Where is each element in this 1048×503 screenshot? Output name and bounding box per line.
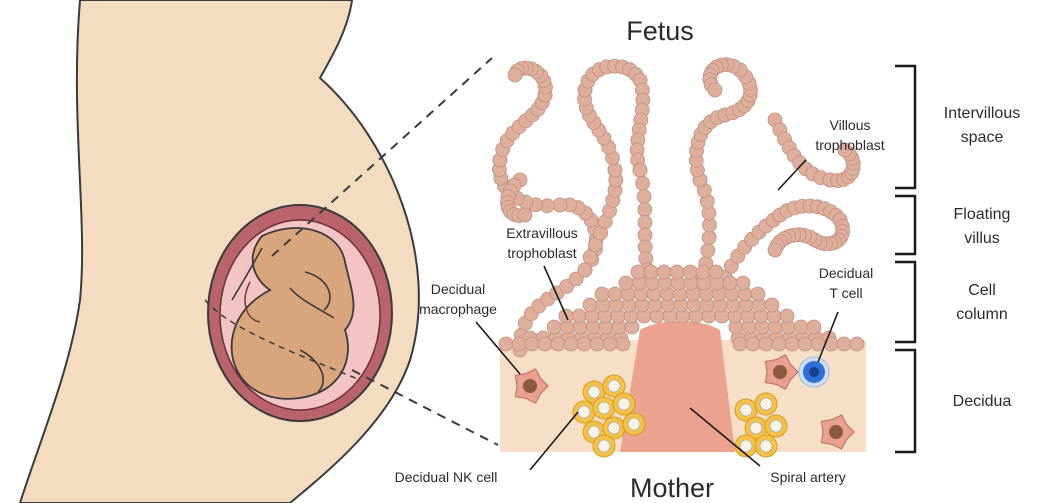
- trophoblast-cell-icon: [538, 337, 552, 351]
- trophoblast-cell-icon: [619, 276, 633, 290]
- trophoblast-cell-icon: [759, 337, 773, 351]
- label-tcell-2: T cell: [829, 285, 862, 301]
- trophoblast-cell-icon: [608, 163, 622, 177]
- label-villous-1: Villous: [830, 117, 871, 133]
- nk-cell-icon: [613, 393, 635, 415]
- trophoblast-cell-icon: [644, 265, 658, 279]
- trophoblast-cell-icon: [837, 337, 851, 351]
- trophoblast-cell-icon: [733, 337, 747, 351]
- trophoblast-cell-icon: [633, 163, 647, 177]
- trophoblast-cell-icon: [709, 265, 723, 279]
- trophoblast-cell-icon: [578, 263, 592, 277]
- label-extravillous-1: Extravillous: [506, 225, 578, 241]
- trophoblast-cell-icon: [616, 337, 630, 351]
- t-cell-icon: [799, 357, 829, 387]
- label-spiral-artery: Spiral artery: [770, 469, 845, 485]
- uterus: [205, 205, 392, 421]
- trophoblast-cell-icon: [631, 265, 645, 279]
- nk-cell-icon: [593, 435, 615, 457]
- trophoblast-cell-icon: [638, 216, 652, 230]
- nk-cell-icon: [765, 415, 787, 437]
- label-macrophage-2: macrophage: [419, 301, 497, 317]
- label-macrophage-1: Decidual: [431, 281, 485, 297]
- bracket-floating: [895, 196, 915, 254]
- bracket-cell-column: [895, 262, 915, 342]
- trophoblast-cell-icon: [508, 68, 522, 82]
- bracket-decidua: [895, 350, 915, 452]
- trophoblast-cell-icon: [499, 337, 513, 351]
- label-mother: Mother: [630, 473, 714, 503]
- bracket-intervillous: [895, 66, 915, 188]
- trophoblast-cell-icon: [564, 337, 578, 351]
- nk-cell-icon: [593, 397, 615, 419]
- trophoblast-cell-icon: [608, 287, 622, 301]
- nk-cell-icon: [623, 413, 645, 435]
- trophoblast-cell-icon: [702, 231, 716, 245]
- trophoblast-cell-icon: [553, 198, 567, 212]
- trophoblast-cell-icon: [746, 337, 760, 351]
- trophoblast-cell-icon: [637, 190, 651, 204]
- trophoblast-cells: [492, 58, 864, 357]
- trophoblast-cell-icon: [807, 320, 821, 334]
- trophoblast-cell-icon: [798, 337, 812, 351]
- trophoblast-cell-icon: [780, 309, 794, 323]
- trophoblast-cell-icon: [751, 287, 765, 301]
- region-floating-1: Floating: [954, 206, 1011, 223]
- trophoblast-cell-icon: [577, 337, 591, 351]
- region-intervillous-1: Intervillous: [944, 105, 1020, 122]
- trophoblast-cell-icon: [547, 320, 561, 334]
- trophoblast-cell-icon: [670, 265, 684, 279]
- label-villous-2: trophoblast: [815, 137, 884, 153]
- nk-cell-icon: [573, 401, 595, 423]
- label-tcell-1: Decidual: [819, 265, 873, 281]
- trophoblast-cell-icon: [590, 337, 604, 351]
- label-nk-cell: Decidual NK cell: [395, 469, 498, 485]
- trophoblast-cell-icon: [696, 265, 710, 279]
- trophoblast-cell-icon: [824, 337, 838, 351]
- trophoblast-cell-icon: [572, 309, 586, 323]
- trophoblast-cell-icon: [551, 337, 565, 351]
- trophoblast-cell-icon: [683, 265, 697, 279]
- trophoblast-cell-icon: [603, 337, 617, 351]
- region-brackets: [895, 66, 915, 452]
- trophoblast-cell-icon: [583, 250, 597, 264]
- trophoblast-cell-icon: [765, 298, 779, 312]
- trophoblast-cell-icon: [638, 203, 652, 217]
- trophoblast-cell-icon: [772, 337, 786, 351]
- trophoblast-cell-icon: [512, 337, 526, 351]
- trophoblast-cell-icon: [723, 276, 737, 290]
- trophoblast-cell-icon: [736, 276, 750, 290]
- trophoblast-cell-icon: [768, 243, 782, 257]
- region-intervillous-2: space: [961, 129, 1004, 146]
- trophoblast-cell-icon: [701, 243, 715, 257]
- trophoblast-cell-icon: [708, 83, 722, 97]
- label-extravillous-2: trophoblast: [507, 245, 576, 261]
- trophoblast-cell-icon: [583, 298, 597, 312]
- trophoblast-cell-icon: [785, 337, 799, 351]
- trophoblast-cell-icon: [636, 176, 650, 190]
- trophoblast-cell-icon: [525, 337, 539, 351]
- nk-cell-icon: [755, 435, 777, 457]
- region-floating-2: villus: [964, 230, 1000, 247]
- trophoblast-cell-icon: [595, 287, 609, 301]
- region-cell-column-2: column: [956, 306, 1008, 323]
- trophoblast-cell-icon: [850, 337, 864, 351]
- nk-cell-icon: [755, 393, 777, 415]
- trophoblast-cell-icon: [657, 265, 671, 279]
- trophoblast-cell-icon: [518, 208, 532, 222]
- label-fetus: Fetus: [626, 16, 694, 46]
- region-decidua: Decidua: [953, 393, 1012, 410]
- region-cell-column-1: Cell: [968, 282, 996, 299]
- trophoblast-cell-icon: [794, 320, 808, 334]
